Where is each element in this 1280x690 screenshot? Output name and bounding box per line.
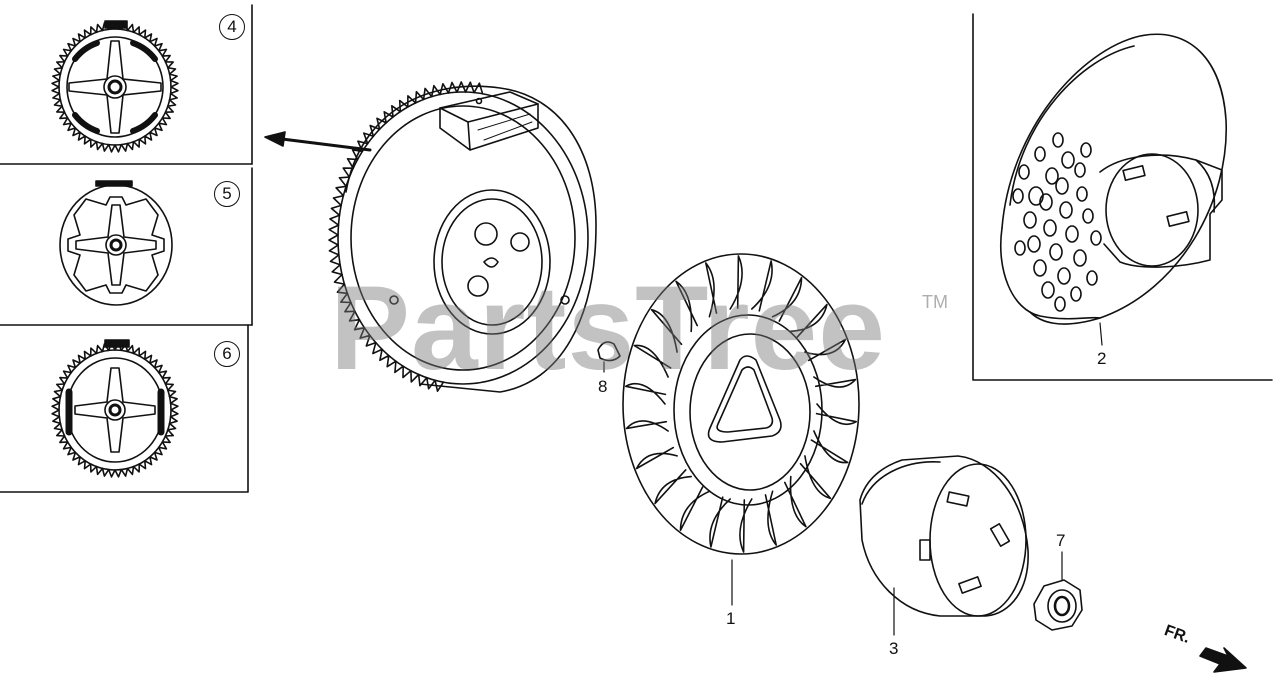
flywheel-variant-4-drawing: [51, 20, 179, 153]
flywheel-drawing: [328, 81, 597, 393]
flywheel-variant-5-drawing: [59, 180, 173, 306]
pulley-inset-frame: [972, 13, 1273, 381]
callout-4: 4: [219, 14, 245, 40]
inset-reference-arrow: [264, 131, 372, 152]
callout-3: 3: [889, 639, 899, 658]
watermark: PartsTree: [330, 261, 887, 395]
pulley-drawing: [1000, 33, 1227, 346]
callout-1: 1: [726, 609, 736, 628]
variant-inset-frames: [0, 4, 253, 493]
trademark-mark: TM: [922, 292, 948, 312]
callout-8: 8: [598, 377, 608, 396]
callout-7: 7: [1056, 531, 1066, 550]
callout-2: 2: [1097, 349, 1107, 368]
flywheel-variant-6-drawing: [51, 339, 179, 478]
cooling-fan-drawing: [622, 253, 860, 555]
callout-5: 5: [214, 181, 240, 207]
key-drawing: [597, 341, 621, 373]
nut-drawing: [1033, 551, 1083, 631]
starter-cup-drawing: [859, 455, 1029, 636]
front-direction-arrow: [1199, 647, 1247, 673]
callout-6: 6: [214, 341, 240, 367]
